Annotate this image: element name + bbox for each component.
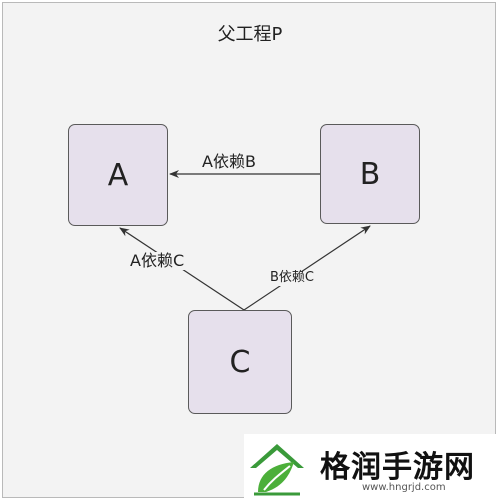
diagram-title: 父工程P (217, 24, 283, 45)
site-name: 格润手游网 (320, 450, 475, 485)
node-c: C (188, 310, 292, 414)
green-leaf-house-logo-icon (250, 444, 304, 496)
edge-label-b-depends-c: B依赖C (268, 270, 316, 286)
edge-c-to-b (243, 225, 371, 311)
node-b-label: B (359, 156, 381, 192)
node-a: A (68, 124, 168, 226)
node-c-label: C (229, 344, 251, 380)
node-a-label: A (107, 157, 129, 193)
site-url: www.hngrjd.com (362, 482, 446, 493)
edge-label-a-depends-b: A依赖B (200, 152, 258, 172)
edge-label-a-depends-c: A依赖C (128, 251, 187, 271)
site-watermark: 格润手游网 www.hngrjd.com (244, 434, 500, 501)
diagram-frame (2, 2, 496, 498)
node-b: B (320, 124, 420, 224)
